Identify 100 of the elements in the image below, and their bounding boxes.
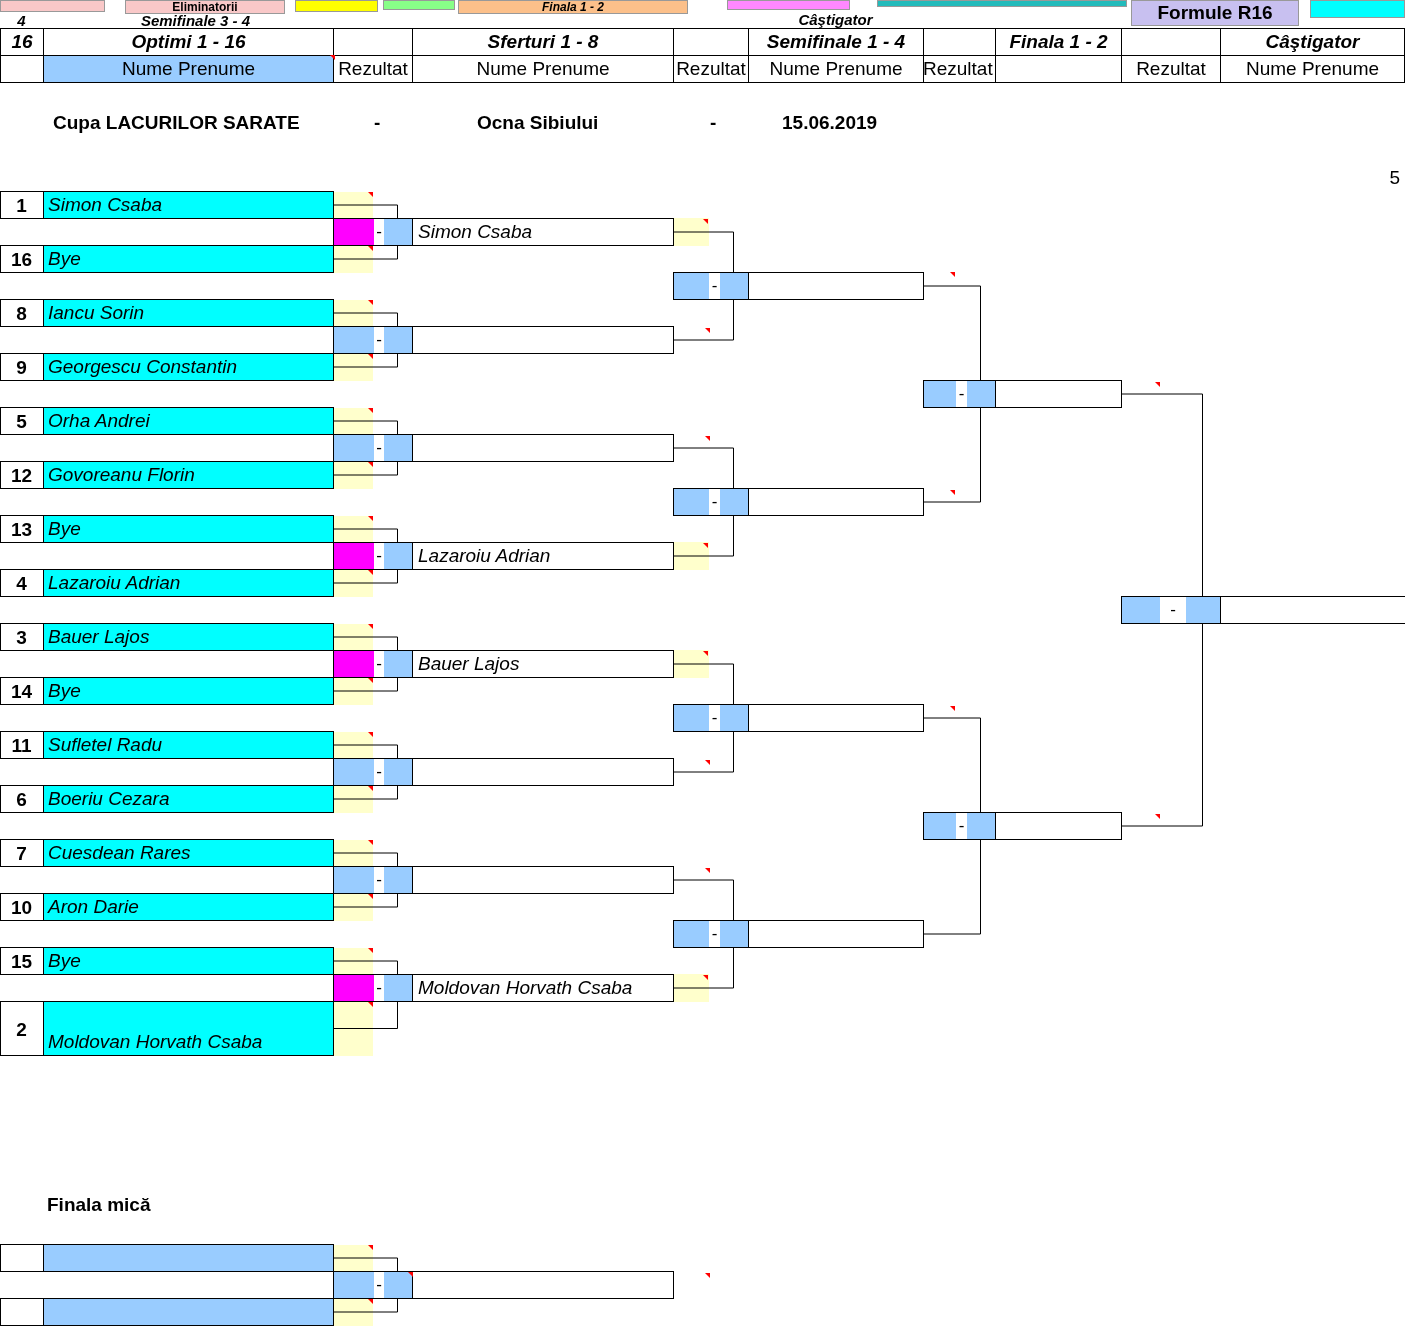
bracket-line — [333, 960, 398, 975]
bracket-line — [333, 312, 398, 327]
player-name: Bye — [48, 517, 81, 541]
score-separator: - — [375, 437, 383, 459]
score-separator: - — [375, 761, 383, 783]
player-entry — [0, 1001, 334, 1056]
page-number: 5 — [1388, 166, 1400, 190]
match-slot — [333, 866, 674, 894]
player-entry — [0, 947, 334, 975]
bracket-line — [1121, 393, 1203, 597]
match-slot — [1121, 596, 1405, 624]
column-heading: Nume Prenume — [43, 55, 334, 83]
bracket-line — [333, 677, 398, 692]
player-entry — [0, 569, 334, 597]
bracket-line — [333, 420, 398, 435]
header-text: 4 — [16, 13, 27, 28]
player-entry — [0, 785, 334, 813]
column-heading: Nume Prenume — [1244, 57, 1381, 81]
player-entry — [0, 623, 334, 651]
match-slot — [673, 920, 924, 948]
bracket-line — [673, 231, 734, 273]
match-slot — [923, 380, 1122, 408]
column-heading: Nume Prenume — [768, 57, 904, 81]
player-name: Bauer Lajos — [48, 625, 150, 649]
bracket-line — [673, 447, 734, 489]
player-name: Iancu Sorin — [48, 301, 145, 325]
score-separator: - — [957, 383, 966, 405]
bracket-line — [333, 893, 398, 908]
bracket-line — [333, 852, 398, 867]
header-text: Semifinale 3 - 4 — [139, 13, 252, 28]
bracket-line — [333, 528, 398, 543]
player-name: Bauer Lajos — [418, 652, 520, 676]
seed-number: 9 — [15, 356, 28, 380]
seed-number: 16 — [9, 248, 34, 272]
bracket-line — [333, 245, 398, 260]
score-separator: - — [710, 491, 719, 513]
tab-button: Formule R16 — [1131, 0, 1299, 26]
player-entry — [0, 407, 334, 435]
bracket-line — [923, 717, 981, 813]
bracket-line — [673, 515, 734, 557]
player-name: Orha Andrei — [48, 409, 150, 433]
title-text: - — [710, 111, 718, 135]
score-separator: - — [375, 329, 383, 351]
seed-number: 2 — [15, 1017, 28, 1042]
player-entry — [0, 353, 334, 381]
match-slot — [673, 272, 924, 300]
bracket-line — [673, 663, 734, 705]
seed-number: 1 — [15, 194, 28, 218]
player-name: Moldovan Horvath Csaba — [418, 976, 633, 1000]
score-separator: - — [375, 545, 383, 567]
bracket-line — [333, 461, 398, 476]
header-text: Câştigator — [797, 12, 875, 27]
player-name: Bye — [48, 247, 81, 271]
title-text: - — [374, 111, 382, 135]
player-entry — [0, 677, 334, 705]
score-separator: - — [710, 275, 719, 297]
player-name: Boeriu Cezara — [48, 787, 170, 811]
column-heading: Rezultat — [923, 57, 994, 81]
bracket-line — [333, 1001, 398, 1029]
player-entry — [0, 515, 334, 543]
bracket-line — [333, 1257, 398, 1272]
score-separator: - — [1169, 599, 1177, 621]
match-slot — [333, 326, 674, 354]
match-slot — [923, 812, 1122, 840]
seed-number: 6 — [15, 788, 28, 812]
column-heading: Optimi 1 - 16 — [130, 30, 247, 54]
bracket-line — [673, 879, 734, 921]
bracket-line — [923, 285, 981, 381]
player-entry — [0, 191, 334, 219]
match-slot — [333, 218, 674, 246]
bracket-line — [333, 744, 398, 759]
column-heading: Rezultat — [675, 57, 747, 81]
score-separator: - — [375, 653, 383, 675]
player-name: Moldovan Horvath Csaba — [48, 1030, 263, 1054]
seed-number: 4 — [15, 572, 28, 596]
seed-number: 8 — [15, 302, 28, 326]
bracket-line — [673, 731, 734, 773]
column-heading: Finala 1 - 2 — [1008, 30, 1109, 54]
player-name: Bye — [48, 679, 81, 703]
match-slot — [333, 758, 674, 786]
bracket-line — [923, 407, 981, 503]
player-name: Sufletel Radu — [48, 733, 163, 757]
seed-number: 7 — [15, 842, 28, 866]
player-name: Cuesdean Rares — [48, 841, 191, 865]
match-slot — [333, 434, 674, 462]
seed-number: 10 — [9, 896, 34, 920]
player-entry — [0, 839, 334, 867]
score-separator: - — [375, 1274, 383, 1296]
column-heading: Rezultat — [337, 57, 409, 81]
score-separator: - — [957, 815, 966, 837]
seed-number: 11 — [10, 734, 33, 758]
column-heading: Rezultat — [1135, 57, 1207, 81]
player-entry — [0, 893, 334, 921]
match-slot — [333, 1271, 674, 1299]
bracket-line — [923, 839, 981, 935]
title-text: Ocna Sibiului — [477, 111, 600, 135]
player-entry — [0, 731, 334, 759]
player-entry — [0, 461, 334, 489]
player-entry — [0, 1244, 334, 1272]
player-entry — [0, 299, 334, 327]
